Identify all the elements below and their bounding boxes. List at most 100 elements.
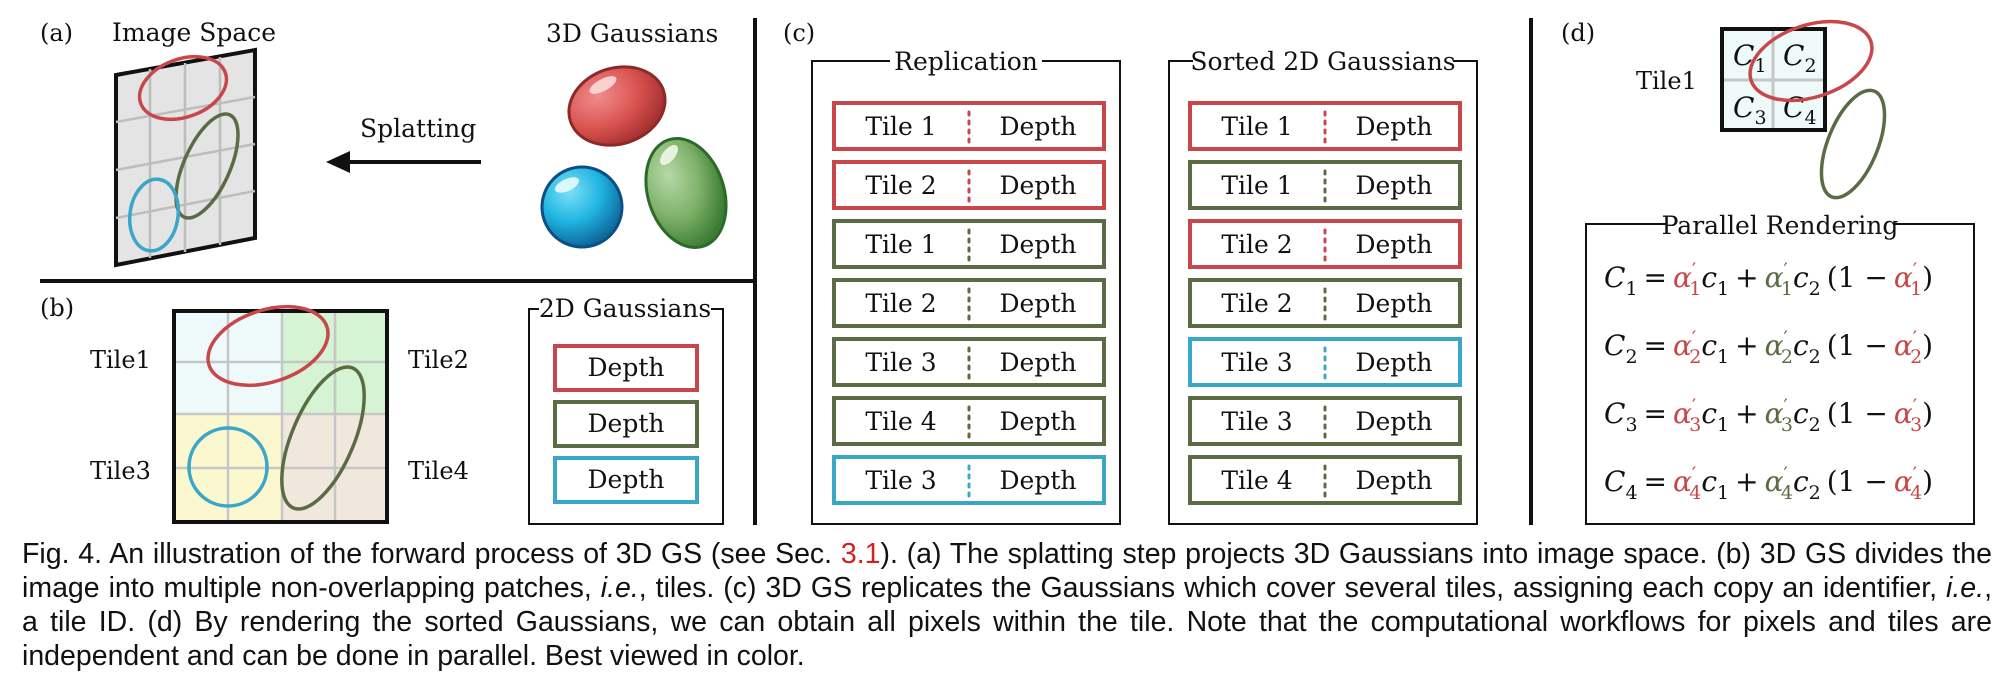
equation-term: ′ [1913, 463, 1917, 485]
cell-label-c3: C3 [1733, 91, 1767, 129]
cell-label-sub: 3 [1754, 107, 1766, 129]
replication-row-tile: Tile 2 [865, 171, 936, 200]
equation-term: + [1735, 261, 1758, 294]
equation-term: C [1604, 397, 1625, 430]
equation-term: 1 [1717, 346, 1729, 368]
equation-term: 2 [1910, 346, 1922, 368]
equation-term: ′ [1913, 259, 1917, 281]
equation-term: α [1765, 465, 1784, 498]
sorted-row-depth: Depth [1356, 289, 1433, 318]
splatting-arrow [326, 151, 481, 173]
equation-term: 3 [1689, 414, 1701, 436]
red-gaussian-ellipse [1748, 19, 1874, 103]
cell-label-c2: C2 [1783, 39, 1817, 77]
equation-term: 1 [1781, 278, 1793, 300]
equation-term: 2 [1689, 346, 1701, 368]
sorted-row-tile: Tile 1 [1221, 171, 1292, 200]
sorted-row-depth: Depth [1356, 230, 1433, 259]
equation-term: ′ [1913, 395, 1917, 417]
equation-term: c [1701, 329, 1717, 362]
legend-depth-box [553, 400, 699, 448]
blue-gaussian-ellipse [187, 426, 269, 508]
green-gaussian-ellipse [174, 112, 240, 220]
equation-term: 2 [1781, 346, 1793, 368]
replication-title: Replication [894, 47, 1038, 76]
equation-term: ′ [1784, 463, 1788, 485]
cell-label-sub: 4 [1804, 107, 1816, 129]
equation-term: α [1673, 397, 1692, 430]
sorted-title: Sorted 2D Gaussians [1190, 47, 1455, 76]
sorted-row-depth: Depth [1356, 348, 1433, 377]
equation-term: 4 [1781, 482, 1793, 504]
replication-row-tile: Tile 1 [865, 112, 936, 141]
replication-row [832, 160, 1106, 210]
panel-b-label: (b) [40, 294, 74, 322]
replication-row [832, 278, 1106, 328]
equation-term: ′ [1692, 395, 1696, 417]
sorted-row [1188, 337, 1462, 387]
sorted-row-tile: Tile 2 [1221, 230, 1292, 259]
equation-c1: C1=α′1c1+α′1c2(1 −α′1) [1604, 259, 1933, 300]
equation-term: 2 [1809, 482, 1821, 504]
panel-a-label: (a) [40, 19, 73, 47]
cell-label-main: C [1783, 39, 1804, 72]
equation-term: c [1701, 397, 1717, 430]
equation-term: α [1894, 261, 1913, 294]
replication-row-depth: Depth [1000, 171, 1077, 200]
caption-text: Fig. 4. An illustration of the forward p… [22, 538, 841, 570]
equation-term: α [1765, 329, 1784, 362]
replication-row-tile: Tile 4 [865, 407, 936, 436]
replication-row-tile: Tile 1 [865, 230, 936, 259]
tile1-label: Tile1 [90, 346, 151, 374]
sorted-row [1188, 278, 1462, 328]
legend-depth-box [553, 344, 699, 392]
cell-label-main: C [1733, 39, 1754, 72]
replication-row [832, 396, 1106, 446]
equation-term: c [1793, 261, 1809, 294]
equation-term: 4 [1689, 482, 1701, 504]
equation-term: ) [1922, 329, 1933, 362]
equation-term: 2 [1625, 346, 1637, 368]
equation-term: ′ [1784, 395, 1788, 417]
equation-term: c [1793, 465, 1809, 498]
equation-term: ′ [1784, 259, 1788, 281]
equation-term: ′ [1692, 259, 1696, 281]
equation-term: = [1644, 397, 1667, 430]
equation-term: (1 − [1827, 329, 1888, 362]
sorted-row-tile: Tile 1 [1221, 112, 1292, 141]
sorted-row [1188, 160, 1462, 210]
legend-depth-label: Depth [588, 353, 665, 382]
equation-term: c [1701, 261, 1717, 294]
panel-dividers [40, 18, 1533, 525]
replication-row-tile: Tile 2 [865, 289, 936, 318]
cell-label-main: C [1733, 91, 1754, 124]
equation-term: ) [1922, 397, 1933, 430]
tile-grid [172, 305, 389, 524]
panel-c-label: (c) [783, 19, 815, 47]
sorted-row [1188, 219, 1462, 269]
equation-term: + [1735, 329, 1758, 362]
gaussians-3d-illustration [540, 65, 728, 250]
sorted-row-depth: Depth [1356, 407, 1433, 436]
equation-term: C [1604, 329, 1625, 362]
equation-term: + [1735, 465, 1758, 498]
gaussians-2d-title: 2D Gaussians [539, 294, 711, 323]
caption-text: , tiles. (c) 3D GS replicates the Gaussi… [638, 572, 1947, 604]
replication-row-depth: Depth [1000, 348, 1077, 377]
caption-text: ). (a) The splatting step projects 3D Ga… [22, 538, 1992, 604]
equation-term: ) [1922, 465, 1933, 498]
caption-text: , a tile ID. (d) By rendering the sorted… [22, 572, 1992, 672]
equation-term: α [1673, 329, 1692, 362]
image-space-title: Image Space [112, 18, 276, 47]
equation-term: ′ [1913, 327, 1917, 349]
legend-depth-box [553, 456, 699, 504]
panel-a: (a) Image Space 3D Gaussians Splatting [40, 18, 728, 268]
caption-ie: i.e. [600, 572, 639, 604]
equation-term: 2 [1809, 346, 1821, 368]
equation-term: α [1765, 261, 1784, 294]
equation-term: 3 [1781, 414, 1793, 436]
section-ref-link[interactable]: 3.1 [840, 538, 881, 570]
